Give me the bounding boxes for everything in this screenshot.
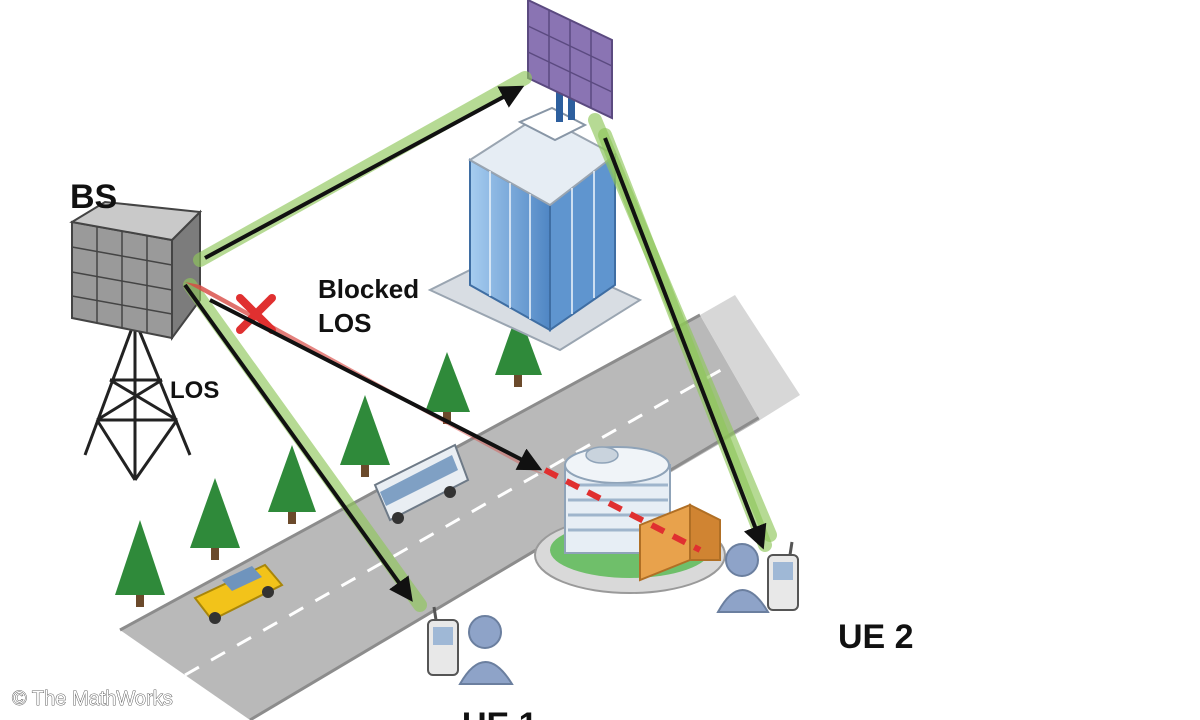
road (119, 295, 800, 720)
los-label: LOS (170, 377, 219, 404)
base-station-antenna-panel (69, 200, 203, 342)
user-figure-icon (458, 615, 514, 685)
propagation-paths (183, 71, 777, 612)
path-bs-to-ue1-los (183, 283, 413, 602)
tree (425, 352, 470, 424)
taxi (193, 563, 284, 624)
reflector-panel (527, 0, 613, 120)
tree (495, 310, 542, 387)
blocked-los-label-line2: LOS (318, 308, 371, 338)
path-reflector-to-ue2 (603, 137, 767, 550)
tree (268, 445, 316, 524)
tree (340, 395, 390, 477)
tree (115, 520, 165, 607)
path-bs-to-reflector (204, 85, 525, 260)
ue1-label: UE 1 (462, 706, 538, 720)
tree (190, 478, 240, 560)
bs-label: BS (70, 178, 117, 216)
blocked-los-label-line1: Blocked (318, 274, 419, 304)
trees (115, 310, 542, 607)
mobile-phone-icon (767, 541, 799, 611)
blocked-los-dashed-path (543, 467, 702, 553)
tall-glass-building (427, 86, 643, 352)
ue2-user-device (716, 541, 799, 613)
blocked-x-mark (236, 294, 276, 334)
path-bs-blocked-los (209, 298, 543, 471)
mobile-phone-icon (427, 606, 459, 676)
copyright-notice: © The MathWorks (12, 688, 173, 710)
base-station-tower (69, 200, 203, 481)
ue2-label: UE 2 (838, 618, 914, 656)
rooftop-unit (517, 86, 588, 142)
bus (373, 443, 470, 524)
ue1-user-device (427, 606, 514, 685)
user-figure-icon (716, 543, 770, 613)
